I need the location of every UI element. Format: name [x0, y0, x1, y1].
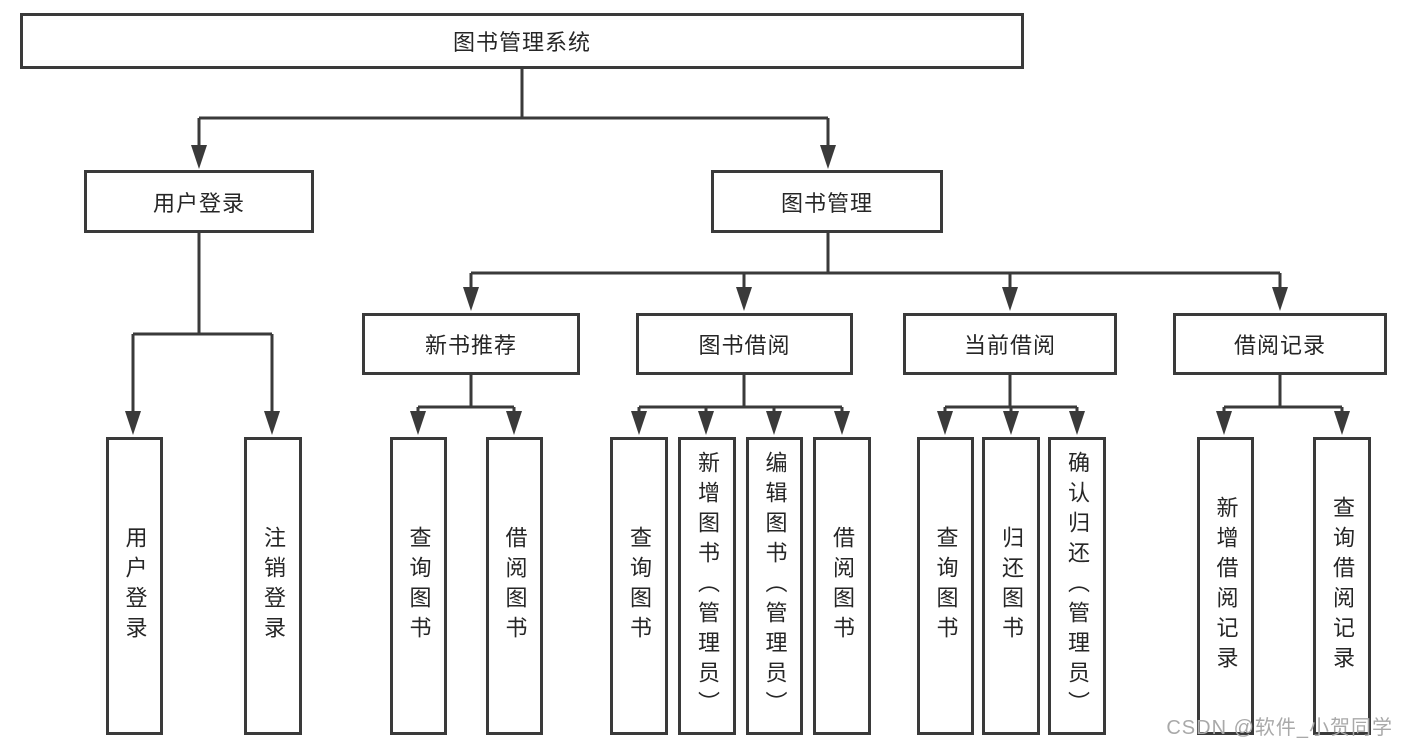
leaf-return-book: 归还图书 — [982, 437, 1040, 735]
node-new-book-recommend: 新书推荐 — [362, 313, 580, 375]
leaf-edit-book-admin: 编辑图书（管理员） — [746, 437, 803, 735]
node-book-borrow-label: 图书借阅 — [698, 333, 791, 358]
node-borrow-records-label: 借阅记录 — [1233, 333, 1326, 358]
node-root: 图书管理系统 — [20, 13, 1024, 69]
leaf-borrow-book: 借阅图书 — [813, 437, 871, 735]
node-book-management: 图书管理 — [711, 170, 943, 233]
leaf-return-book-label: 归还图书 — [999, 526, 1024, 646]
leaf-query-borrow-record: 查询借阅记录 — [1313, 437, 1371, 735]
node-current-borrow-label: 当前借阅 — [963, 333, 1056, 358]
leaf-confirm-return-admin: 确认归还（管理员） — [1048, 437, 1106, 735]
leaf-logout-label: 注销登录 — [261, 526, 286, 646]
leaf-recommend-borrow-book: 借阅图书 — [486, 437, 543, 735]
leaf-recommend-query-book-label: 查询图书 — [406, 526, 432, 646]
node-borrow-records: 借阅记录 — [1173, 313, 1387, 375]
node-user-login: 用户登录 — [84, 170, 314, 233]
leaf-borrow-query-book: 查询图书 — [610, 437, 668, 735]
node-new-book-recommend-label: 新书推荐 — [424, 333, 517, 358]
leaf-user-login-label: 用户登录 — [122, 526, 148, 646]
leaf-recommend-query-book: 查询图书 — [390, 437, 447, 735]
leaf-edit-book-admin-label: 编辑图书（管理员） — [762, 451, 788, 721]
tree-edges — [131, 69, 1344, 416]
node-book-management-label: 图书管理 — [780, 190, 873, 216]
leaf-current-query-book: 查询图书 — [917, 437, 974, 735]
arrow-down-icons — [125, 145, 1350, 435]
leaf-add-borrow-record: 新增借阅记录 — [1197, 437, 1254, 735]
leaf-query-borrow-record-label: 查询借阅记录 — [1330, 496, 1355, 676]
leaf-logout: 注销登录 — [244, 437, 302, 735]
leaf-add-book-admin: 新增图书（管理员） — [678, 437, 736, 735]
node-current-borrow: 当前借阅 — [903, 313, 1117, 375]
node-book-borrow: 图书借阅 — [636, 313, 853, 375]
node-root-label: 图书管理系统 — [452, 30, 591, 55]
leaf-borrow-book-label: 借阅图书 — [830, 526, 855, 646]
leaf-add-borrow-record-label: 新增借阅记录 — [1213, 496, 1239, 676]
leaf-confirm-return-admin-label: 确认归还（管理员） — [1065, 451, 1090, 721]
leaf-add-book-admin-label: 新增图书（管理员） — [695, 451, 720, 721]
leaf-borrow-query-book-label: 查询图书 — [627, 526, 652, 646]
leaf-user-login: 用户登录 — [106, 437, 163, 735]
node-user-login-label: 用户登录 — [152, 190, 245, 216]
leaf-current-query-book-label: 查询图书 — [933, 526, 959, 646]
leaf-recommend-borrow-book-label: 借阅图书 — [502, 526, 528, 646]
